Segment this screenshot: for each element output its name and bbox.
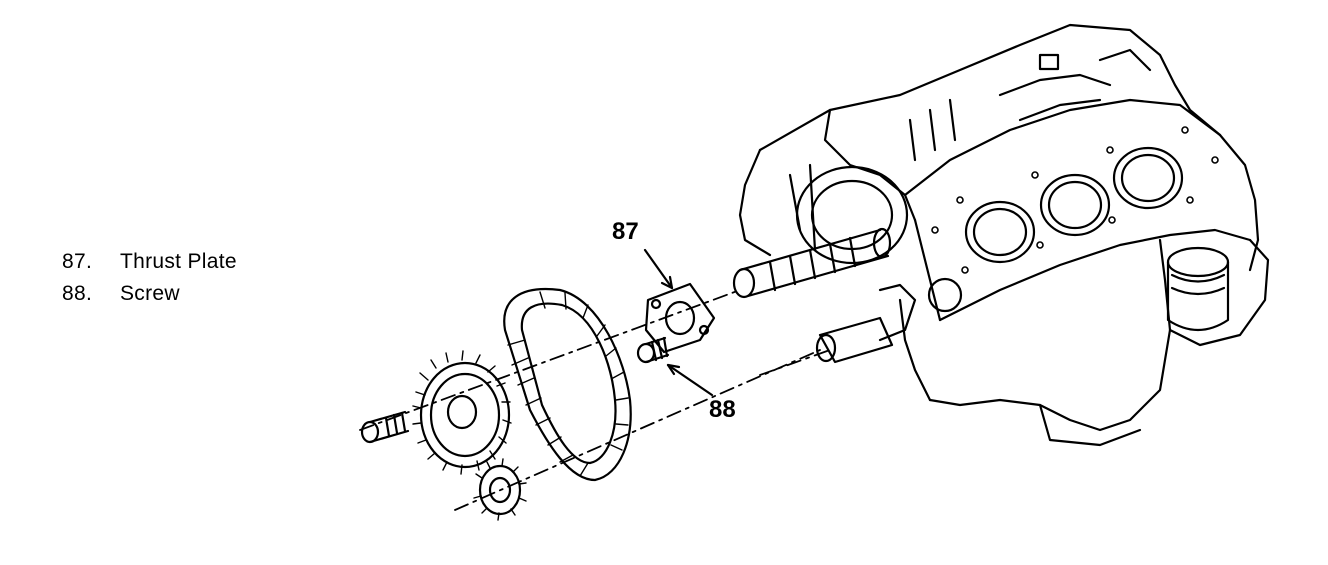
engine-block xyxy=(738,23,1270,447)
sprocket-bolt xyxy=(360,410,410,444)
thrust-plate xyxy=(644,282,716,354)
crankshaft-sprocket xyxy=(473,458,527,521)
timing-chain xyxy=(503,287,632,482)
screw-part xyxy=(636,336,670,364)
centerlines xyxy=(359,289,831,511)
legend-label: Thrust Plate xyxy=(120,250,237,273)
legend-number: 87. xyxy=(62,250,93,273)
callout-88: 88 xyxy=(709,396,736,423)
legend-item-thrust-plate: 87. Thrust Plate xyxy=(62,246,237,278)
crankshaft-snout xyxy=(815,316,894,364)
camshaft-sprocket xyxy=(412,350,512,475)
parts-legend: 87. Thrust Plate 88. Screw xyxy=(62,246,237,310)
leader-87 xyxy=(643,248,674,290)
callout-87: 87 xyxy=(612,218,639,245)
legend-number: 88. xyxy=(62,282,93,305)
legend-label: Screw xyxy=(120,282,180,305)
legend-item-screw: 88. Screw xyxy=(62,278,237,310)
leader-88 xyxy=(666,363,714,397)
camshaft xyxy=(732,227,892,299)
